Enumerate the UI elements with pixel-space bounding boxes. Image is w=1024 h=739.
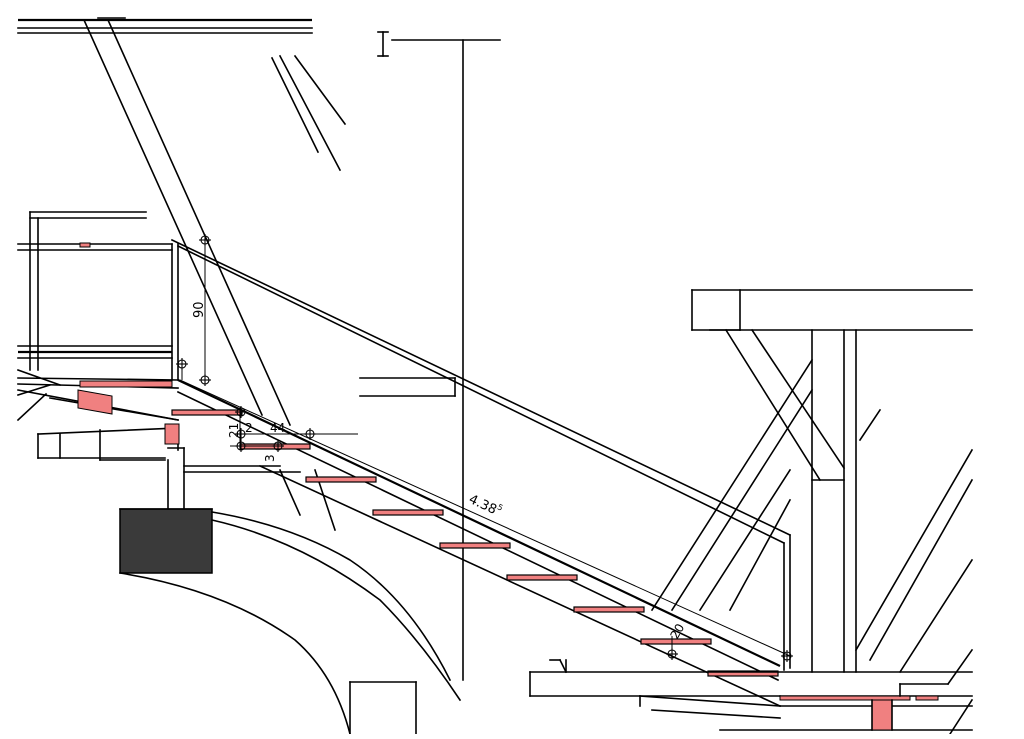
lower-left-structure (37, 423, 462, 735)
marker (666, 648, 678, 660)
bottom-dimension-label: 20 (667, 621, 687, 641)
tread-9 (707, 670, 779, 677)
tread-5 (439, 542, 511, 549)
marker (781, 650, 793, 662)
tread-7 (573, 606, 645, 613)
right-upper-beam (691, 289, 973, 331)
marker (199, 234, 211, 246)
handrail (170, 238, 792, 671)
center-post (359, 31, 501, 681)
tread-1 (171, 409, 243, 416)
marker (304, 428, 316, 440)
tread-8 (640, 638, 712, 645)
marker (272, 440, 284, 452)
step-height-label: 21 (227, 423, 241, 438)
nosing-label: 3 (263, 454, 277, 462)
marker (199, 374, 211, 386)
small-dimension-label: 2 (245, 421, 253, 435)
marker (235, 440, 247, 452)
top-left-beam (17, 18, 313, 34)
marker (235, 406, 247, 418)
tread-4 (372, 509, 444, 516)
dimension-markers (176, 234, 793, 662)
marker (176, 358, 188, 370)
tread-3 (305, 476, 377, 483)
dimension-lines (179, 240, 791, 660)
marker (235, 428, 247, 440)
lower-right-floor (529, 648, 974, 736)
length-value: 4.38 (466, 492, 499, 518)
length-label: 4.385 (466, 490, 504, 520)
upper-landing (16, 211, 179, 422)
diagonal-brace (82, 17, 347, 427)
right-column (650, 328, 974, 674)
tread-6 (506, 574, 578, 581)
width-label: 44 (270, 421, 285, 435)
length-superscript: 5 (496, 502, 504, 512)
height-label: 90 (192, 301, 207, 318)
